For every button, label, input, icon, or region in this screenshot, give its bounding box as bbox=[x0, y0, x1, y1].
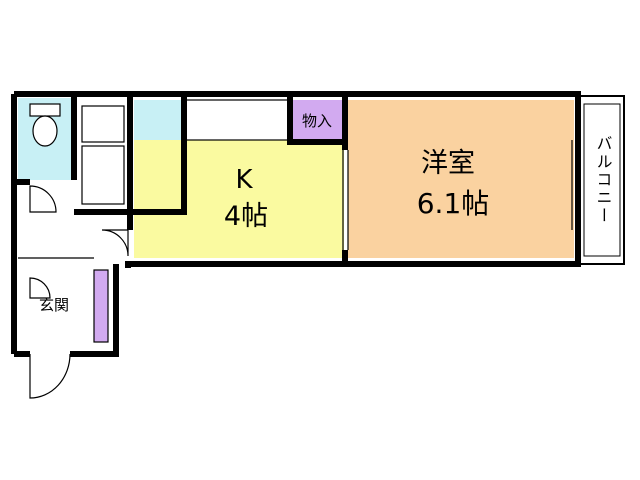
shoe-closet bbox=[93, 269, 109, 343]
western-room-size: 6.1帖 bbox=[417, 187, 490, 220]
western-room-name: 洋室 bbox=[421, 148, 475, 179]
kitchen-name: K bbox=[235, 165, 253, 195]
western-room bbox=[348, 100, 574, 258]
kitchen-room bbox=[134, 140, 344, 258]
bathtub bbox=[81, 105, 125, 143]
walls bbox=[11, 91, 581, 357]
toilet-icon bbox=[29, 103, 61, 147]
entrance-label: 玄関 bbox=[39, 296, 69, 314]
balcony-label: バルコニー bbox=[594, 135, 613, 225]
balcony-rail bbox=[583, 103, 621, 257]
kitchen-counter bbox=[185, 99, 291, 141]
closet bbox=[292, 100, 342, 140]
bath-floor bbox=[81, 145, 125, 205]
kitchen-size: 4帖 bbox=[224, 201, 268, 232]
thin-lines bbox=[18, 140, 573, 399]
closet-label: 物入 bbox=[302, 112, 332, 130]
